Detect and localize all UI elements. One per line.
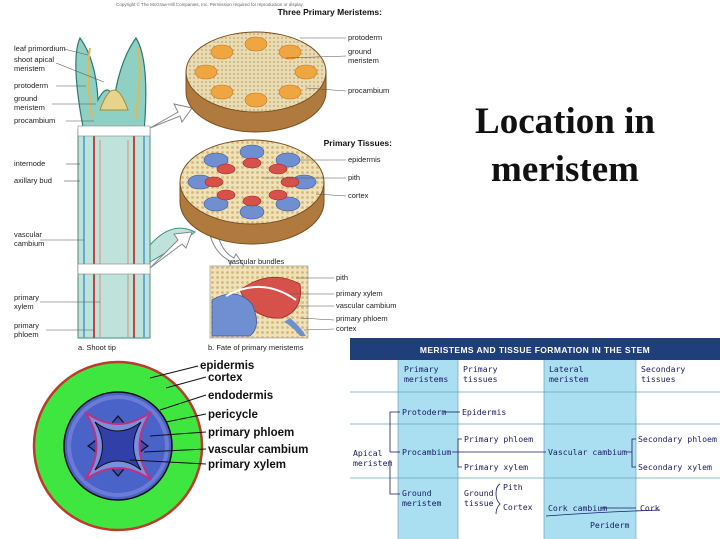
cell-secondary-phloem: Secondary phloem	[638, 434, 717, 444]
primary-tissues-heading: Primary Tissues:	[324, 138, 393, 148]
disc1-leaders	[285, 37, 347, 92]
arrow-to-disc1	[149, 103, 193, 129]
primary-tissue-disc-2	[179, 139, 325, 245]
label-shoot-apical-1: shoot apical	[14, 55, 54, 64]
cell-ground-tissue-1: Ground	[464, 488, 494, 498]
apical-meristem-1: Apical	[353, 448, 383, 458]
left-label-leaders	[40, 48, 105, 331]
col-primary-meristems	[398, 360, 458, 539]
detail-leaders	[290, 277, 335, 331]
caption-fate: b. Fate of primary meristems	[208, 343, 304, 352]
hdr-primary-meristems-2: meristems	[404, 374, 448, 384]
stem-meristem-svg: Copyright © The McGraw-Hill Companies, I…	[14, 1, 396, 352]
label-axillary-bud: axillary bud	[14, 176, 52, 185]
hdr-secondary-2: tissues	[641, 374, 676, 384]
label-leaf-primordium: leaf primordium	[14, 44, 66, 53]
hdr-lateral-1: Lateral	[549, 364, 584, 374]
detail-label-primary-phloem: primary phloem	[336, 314, 388, 323]
cell-procambium: Procambium	[402, 447, 451, 457]
meristem-disc-1	[185, 31, 327, 133]
root-pericycle	[67, 395, 169, 497]
cell-ground-meristem-2: meristem	[402, 498, 442, 508]
table-arrows	[389, 411, 661, 517]
disc1-label-protoderm: protoderm	[348, 33, 382, 42]
cell-primary-phloem: Primary phloem	[464, 434, 533, 444]
label-primary-xylem-1: primary	[14, 293, 39, 302]
root-label-primary-phloem: primary phloem	[208, 427, 294, 439]
detail-label-cortex: cortex	[336, 324, 357, 333]
label-primary-phloem-1: primary	[14, 321, 39, 330]
root-xylem-core	[94, 421, 142, 471]
vascular-bundles-label: vascular bundles	[228, 257, 285, 266]
meristem-table-svg: MERISTEMS AND TISSUE FORMATION IN THE ST…	[350, 336, 720, 539]
root-label-pericycle: pericycle	[208, 409, 258, 421]
table-header-text: MERISTEMS AND TISSUE FORMATION IN THE ST…	[420, 345, 650, 355]
detail-label-vascular-cambium: vascular cambium	[336, 301, 396, 310]
cell-ground-meristem-1: Ground	[402, 488, 432, 498]
label-procambium: procambium	[14, 116, 55, 125]
cell-secondary-xylem: Secondary xylem	[638, 462, 712, 472]
arrow-to-disc2	[149, 231, 193, 269]
label-vascular-1: vascular	[14, 230, 42, 239]
root-label-cortex: cortex	[208, 372, 243, 384]
hdr-primary-meristems-1: Primary	[404, 364, 439, 374]
three-primary-meristems-heading: Three Primary Meristems:	[278, 7, 383, 17]
table-grid	[350, 360, 720, 539]
hdr-secondary-1: Secondary	[641, 364, 685, 374]
root-cross-section-figure: epidermis cortex endodermis pericycle pr…	[0, 352, 350, 539]
disc1-label-procambium: procambium	[348, 86, 389, 95]
root-label-epidermis: epidermis	[200, 360, 254, 372]
cell-periderm: Periderm	[590, 520, 630, 530]
label-internode: internode	[14, 159, 45, 168]
root-cross-section-svg: epidermis cortex endodermis pericycle pr…	[32, 360, 308, 532]
disc2-leaders	[262, 159, 347, 197]
root-label-endodermis: endodermis	[208, 390, 273, 402]
disc2-label-pith: pith	[348, 173, 360, 182]
cell-cork: Cork	[640, 503, 660, 513]
cell-primary-xylem: Primary xylem	[464, 462, 528, 472]
hdr-primary-tissues-1: Primary	[463, 364, 498, 374]
hdr-lateral-2: meristem	[549, 374, 589, 384]
apical-meristem-2: meristem	[353, 458, 393, 468]
disc1-label-ground-1: ground	[348, 47, 371, 56]
detail-label-primary-xylem: primary xylem	[336, 289, 383, 298]
cell-epidermis: Epidermis	[462, 407, 506, 417]
cell-cork-cambium: Cork cambium	[548, 503, 607, 513]
label-vascular-2: cambium	[14, 239, 44, 248]
cell-ground-tissue-2: tissue	[464, 498, 494, 508]
label-shoot-apical-2: meristem	[14, 64, 45, 73]
root-leaders	[129, 365, 207, 465]
label-primary-xylem-2: xylem	[14, 302, 34, 311]
root-label-vascular-cambium: vascular cambium	[208, 444, 308, 456]
cell-pith: Pith	[503, 482, 523, 492]
vascular-bundle-detail	[209, 265, 309, 339]
cell-cortex: Cortex	[503, 502, 533, 512]
meristem-table: MERISTEMS AND TISSUE FORMATION IN THE ST…	[350, 336, 720, 539]
col-lateral-meristem	[544, 360, 636, 539]
slide-title: Location in meristem	[430, 98, 700, 194]
disc2-label-epidermis: epidermis	[348, 155, 381, 164]
ground-brace	[495, 483, 501, 515]
label-ground-1: ground	[14, 94, 37, 103]
hdr-primary-tissues-2: tissues	[463, 374, 498, 384]
label-protoderm: protoderm	[14, 81, 48, 90]
stem-meristem-figure: Copyright © The McGraw-Hill Companies, I…	[0, 0, 400, 352]
table-header-bar	[350, 338, 720, 360]
disc1-label-ground-2: meristem	[348, 56, 379, 65]
title-line-2: meristem	[491, 149, 639, 190]
caption-shoot-tip: a. Shoot tip	[78, 343, 116, 352]
root-label-primary-xylem: primary xylem	[208, 459, 286, 471]
cell-protoderm: Protoderm	[402, 407, 446, 417]
cell-vascular-cambium: Vascular cambium	[548, 447, 627, 457]
label-ground-2: meristem	[14, 103, 45, 112]
title-line-1: Location in	[475, 101, 655, 142]
copyright-text: Copyright © The McGraw-Hill Companies, I…	[116, 1, 304, 7]
label-primary-phloem-2: phloem	[14, 330, 39, 339]
detail-label-pith: pith	[336, 273, 348, 282]
disc2-label-cortex: cortex	[348, 191, 369, 200]
shoot-tip-drawing	[75, 36, 196, 339]
